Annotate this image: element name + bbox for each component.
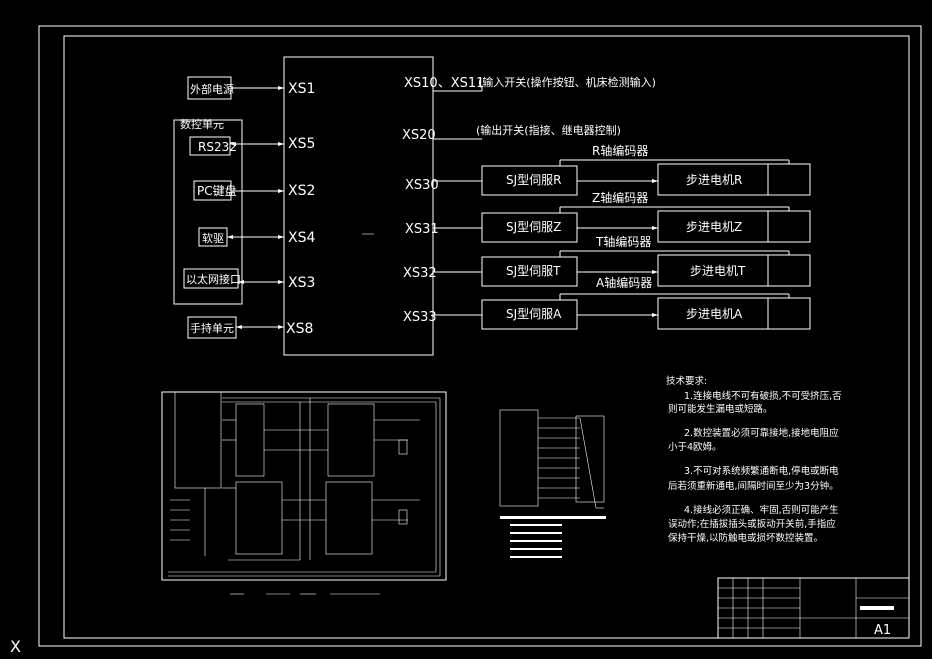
handheld-label: 手持单元 xyxy=(190,321,234,335)
pc-keyboard-label: PC键盘 xyxy=(197,183,237,198)
encoder-z: Z轴编码器 xyxy=(592,190,648,205)
wiring-schematic xyxy=(161,391,447,595)
notes-line-3: 2.数控装置必须可靠接地,接地电阻应 xyxy=(684,427,839,439)
port-xs20: XS20 xyxy=(402,128,436,143)
notes-line-5: 3.不可对系统频繁通断电,停电或断电 xyxy=(684,465,839,477)
notes-line-9: 保持干燥,以防触电或损坏数控装置。 xyxy=(668,532,823,544)
port-xs3: XS3 xyxy=(288,275,315,291)
notes-line-4: 小于4欧姆。 xyxy=(668,441,722,453)
port-xs2: XS2 xyxy=(288,183,315,199)
outer-frame xyxy=(38,25,922,647)
port-xs33: XS33 xyxy=(403,310,437,325)
ethernet-label: 以太网接口 xyxy=(186,273,241,286)
inner-frame xyxy=(63,35,910,639)
port-xs10: XS10、XS11 xyxy=(404,76,484,91)
notes-title: 技术要求: xyxy=(666,375,707,387)
io-input-label: (输入开关(操作按钮、机床检测输入) xyxy=(478,75,656,89)
encoder-t: T轴编码器 xyxy=(595,234,651,249)
driver-row-z: SJ型伺服Z 步进电机Z Z轴编码器 xyxy=(433,190,811,243)
ethernet-box xyxy=(183,268,239,289)
port-xs32: XS32 xyxy=(403,266,437,281)
port-xs5: XS5 xyxy=(288,136,315,152)
driver-row-r: SJ型伺服R 步进电机R R轴编码器 xyxy=(433,143,811,196)
right-ports: XS10、XS11 XS20 XS30 XS31 XS32 XS33 xyxy=(402,76,484,325)
notes-line-1: 1.连接电线不可有破损,不可受挤压,否 xyxy=(684,390,842,402)
terminal-table xyxy=(499,409,606,558)
driver-row-t: SJ型伺服T 步进电机T T轴编码器 xyxy=(433,234,811,287)
driver-a: SJ型伺服A xyxy=(506,307,562,321)
rs232-label: RS232 xyxy=(198,140,237,154)
io-output-label: (输出开关(指接、继电器控制) xyxy=(476,123,621,137)
notes-line-2: 则可能发生漏电或短路。 xyxy=(668,403,773,415)
port-xs8: XS8 xyxy=(286,321,313,337)
title-block: A1 xyxy=(717,577,910,639)
left-ports: XS1 XS5 XS2 XS4 XS3 XS8 xyxy=(286,81,315,337)
encoder-r: R轴编码器 xyxy=(592,143,648,158)
motor-t: 步进电机T xyxy=(690,264,746,278)
notes-line-7: 4.接线必须正确、牢固,否则可能产生 xyxy=(684,504,839,516)
technical-notes: 技术要求: 1.连接电线不可有破损,不可受挤压,否 则可能发生漏电或短路。 2.… xyxy=(666,375,842,544)
numeric-unit-label: 数控单元 xyxy=(180,117,224,131)
numeric-unit-group xyxy=(173,119,243,305)
controller-box xyxy=(283,56,434,356)
notes-line-8: 误动作;在插拔插头或扳动开关前,手指应 xyxy=(668,518,836,530)
port-xs1: XS1 xyxy=(288,81,315,97)
motor-r: 步进电机R xyxy=(686,173,742,187)
notes-line-6: 后若须重新通电,间隔时间至少为3分钟。 xyxy=(668,480,839,492)
driver-z: SJ型伺服Z xyxy=(506,220,561,234)
sheet-size: A1 xyxy=(874,623,891,638)
port-xs31: XS31 xyxy=(405,222,439,237)
driver-row-a: SJ型伺服A 步进电机A A轴编码器 xyxy=(433,275,811,330)
port-xs30: XS30 xyxy=(405,178,439,193)
motor-a: 步进电机A xyxy=(686,307,743,321)
rs232-box xyxy=(189,136,231,156)
encoder-a: A轴编码器 xyxy=(596,275,652,290)
driver-t: SJ型伺服T xyxy=(506,264,561,278)
port-xs4: XS4 xyxy=(288,230,315,246)
motor-z: 步进电机Z xyxy=(686,220,742,234)
external-power-label: 外部电源 xyxy=(190,82,234,96)
corner-mark: X xyxy=(10,637,21,656)
floppy-label: 软驱 xyxy=(202,231,224,245)
driver-r: SJ型伺服R xyxy=(506,173,562,187)
